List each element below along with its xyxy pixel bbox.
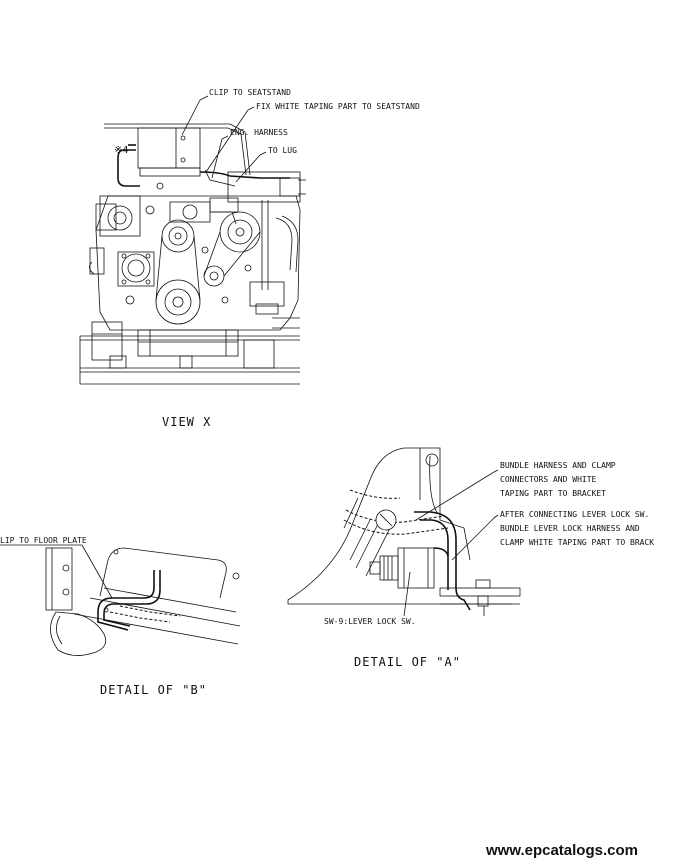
label-bundle-harness-3: TAPING PART TO BRACKET xyxy=(500,489,606,498)
label-to-lug: TO LUG xyxy=(268,146,297,155)
label-clip-to-floor-plate: LIP TO FLOOR PLATE xyxy=(0,536,87,545)
label-fix-white-taping: FIX WHITE TAPING PART TO SEATSTAND xyxy=(256,102,420,111)
watermark-text: www.epcatalogs.com xyxy=(486,842,638,859)
caption-detail-b: DETAIL OF "B" xyxy=(100,683,207,697)
label-after-connecting-3: CLAMP WHITE TAPING PART TO BRACK xyxy=(500,538,655,547)
mark-4: ※4 xyxy=(114,145,129,156)
label-eng-harness: ENG. HARNESS xyxy=(230,128,288,137)
label-clip-to-seatstand: CLIP TO SEATSTAND xyxy=(209,88,291,97)
label-bundle-harness-2: CONNECTORS AND WHITE xyxy=(500,475,597,484)
label-sw9-lever-lock: SW-9:LEVER LOCK SW. xyxy=(324,617,416,626)
label-bundle-harness-1: BUNDLE HARNESS AND CLAMP xyxy=(500,461,616,470)
caption-detail-a: DETAIL OF "A" xyxy=(354,655,461,669)
label-after-connecting-2: BUNDLE LEVER LOCK HARNESS AND xyxy=(500,524,640,533)
label-after-connecting-1: AFTER CONNECTING LEVER LOCK SW. xyxy=(500,510,650,519)
caption-view-x: VIEW X xyxy=(162,415,212,429)
